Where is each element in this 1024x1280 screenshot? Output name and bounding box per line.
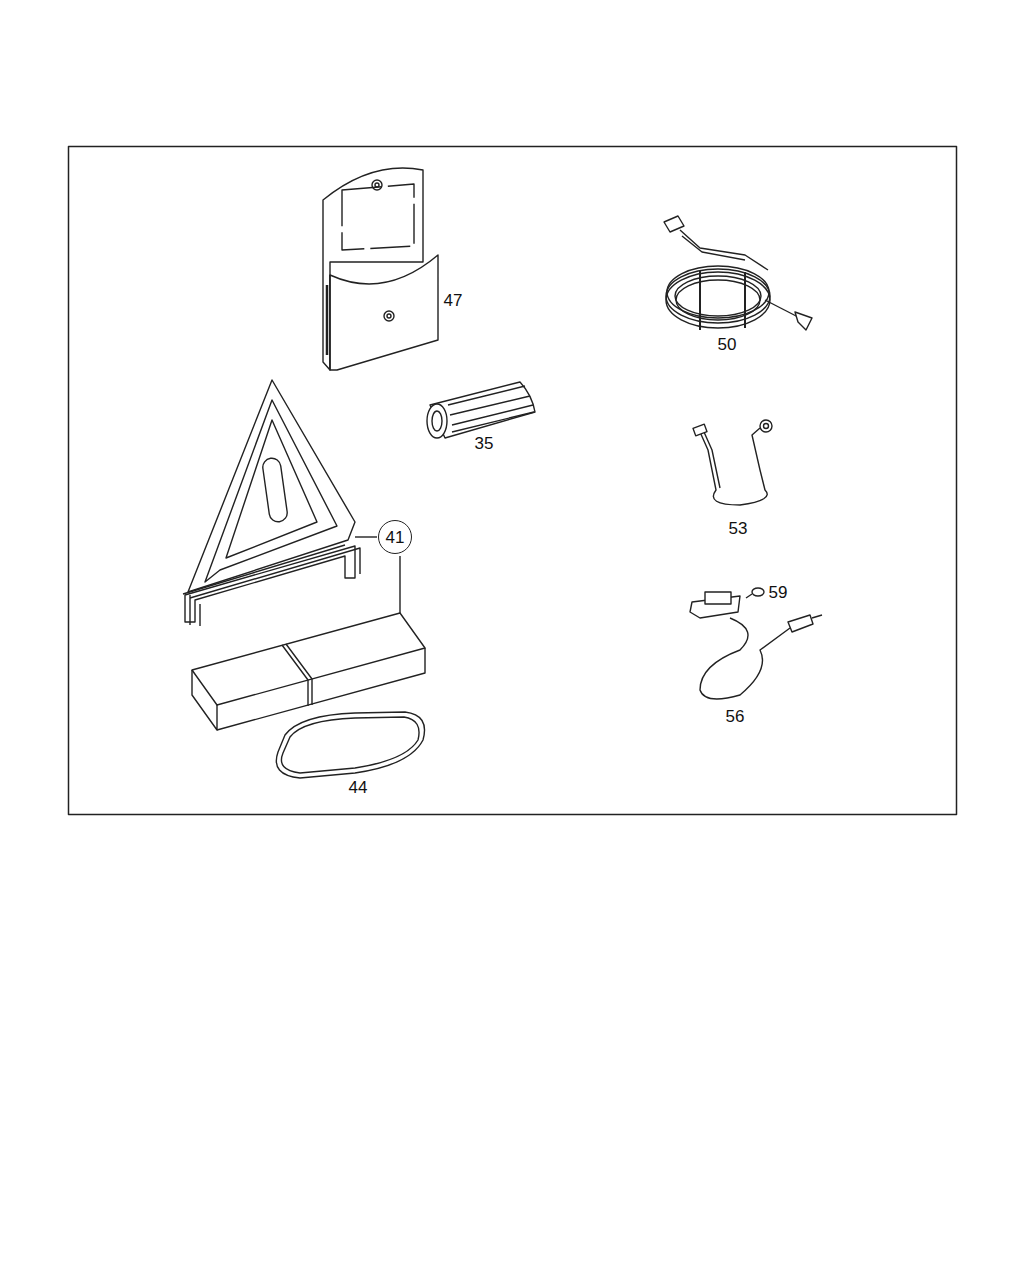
callout-number: 59 [769,584,788,601]
leader-line [355,536,377,537]
callout-number: 53 [729,520,748,537]
warning-triangle [183,380,360,626]
callout-number: 56 [726,708,745,725]
rubber-band [276,712,424,778]
jumper-hose [693,420,772,505]
callout-number: 50 [718,336,737,353]
callout-number: 47 [444,292,463,309]
callout-number: 44 [349,779,368,796]
tool-roll [427,382,535,438]
callout-number: 35 [475,435,494,452]
document-holder [323,168,438,370]
callout-circle: 41 [378,520,412,554]
lamp-cable [690,588,822,699]
callout-number: 41 [386,529,405,546]
frame [69,147,957,815]
air-hose [664,216,812,330]
